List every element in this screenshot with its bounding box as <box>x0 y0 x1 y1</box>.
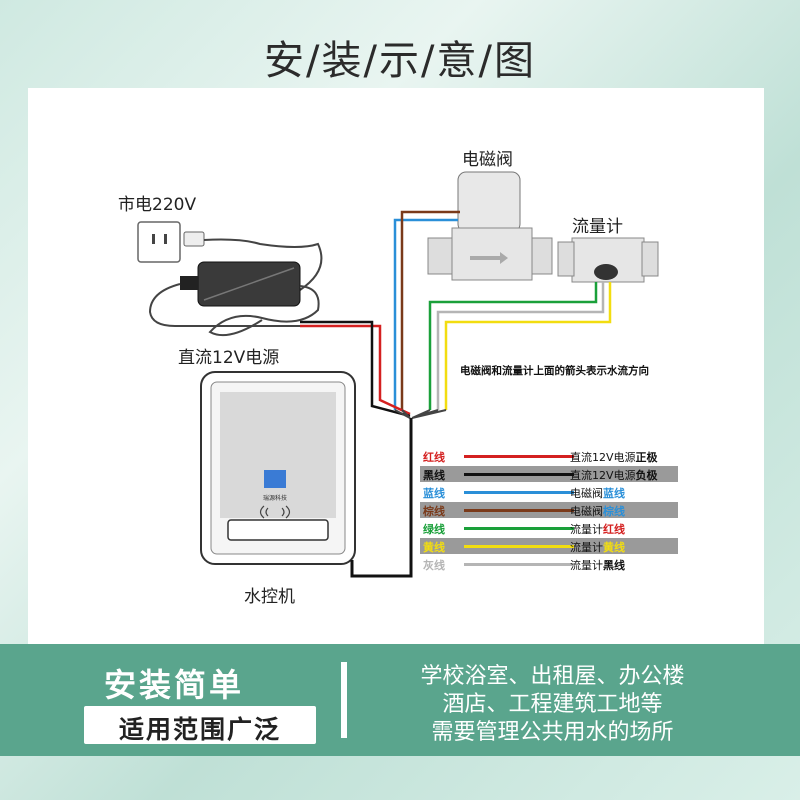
wall-socket <box>137 221 205 263</box>
use-line-2: 酒店、工程建筑工地等 <box>442 692 663 717</box>
wire-join <box>394 409 447 419</box>
power-supply-label: 直流12V电源 <box>178 348 280 368</box>
legend-description-text: 流量计 <box>570 523 603 536</box>
gray-wire <box>436 282 605 410</box>
legend-swatch <box>464 509 574 512</box>
brand-label: 瑞源科技 <box>263 494 287 502</box>
legend-swatch <box>464 527 574 530</box>
legend-swatch <box>464 455 574 458</box>
blue-wire <box>393 218 458 410</box>
divider <box>341 662 347 738</box>
red-wire <box>300 324 411 416</box>
mains-label: 市电220V <box>118 195 197 215</box>
wire-legend: 红线直流12V电源正极黑线直流12V电源负极蓝线电磁阀蓝线棕线电磁阀棕线绿线流量… <box>420 446 678 574</box>
brown-wire <box>400 210 460 410</box>
legend-description: 流量计黄线 <box>570 539 625 555</box>
legend-color-name: 黄线 <box>423 541 445 554</box>
legend-emphasis: 棕线 <box>603 505 625 518</box>
flow-meter <box>557 237 659 283</box>
legend-description-text: 直流12V电源 <box>570 469 636 482</box>
legend-swatch <box>464 473 574 476</box>
solenoid-valve <box>427 171 553 281</box>
legend-color-name: 黑线 <box>423 469 445 482</box>
main-cable <box>350 418 413 578</box>
legend-emphasis: 负极 <box>635 469 658 482</box>
legend-color-name: 棕线 <box>423 505 445 518</box>
legend-description: 电磁阀棕线 <box>570 503 625 519</box>
legend-row: 灰线 流量计黑线 <box>420 556 678 572</box>
legend-description: 电磁阀蓝线 <box>570 485 625 501</box>
legend-description-text: 流量计 <box>570 541 603 554</box>
legend-color-name: 红线 <box>423 451 445 464</box>
legend-description-text: 流量计 <box>570 559 603 572</box>
legend-swatch <box>464 545 574 548</box>
ac-cable <box>203 238 323 291</box>
use-line-3: 需要管理公共用水的场所 <box>431 720 674 745</box>
controller-label: 水控机 <box>244 587 295 607</box>
legend-row: 绿线 流量计红线 <box>420 520 678 536</box>
legend-emphasis: 正极 <box>635 451 658 464</box>
legend-row: 黑线 直流12V电源负极 <box>420 466 678 482</box>
legend-description: 直流12V电源正极 <box>570 449 658 465</box>
legend-color-name: 绿线 <box>423 523 445 536</box>
yellow-wire <box>444 282 612 410</box>
legend-color-name: 灰线 <box>423 559 445 572</box>
legend-description: 流量计红线 <box>570 521 625 537</box>
scope-text: 适用范围广泛 <box>118 715 281 744</box>
bottom-banner: 安装简单 适用范围广泛 学校浴室、出租屋、办公楼 酒店、工程建筑工地等 需要管理… <box>0 644 800 756</box>
install-easy-headline: 安装简单 <box>104 666 245 704</box>
legend-emphasis: 红线 <box>603 523 625 536</box>
dc-cable <box>148 283 320 336</box>
legend-description-text: 电磁阀 <box>570 505 603 518</box>
power-adapter <box>180 261 301 307</box>
legend-emphasis: 蓝线 <box>603 487 625 500</box>
legend-swatch <box>464 563 574 566</box>
legend-row: 棕线电磁阀棕线 <box>420 502 678 518</box>
black-wire <box>300 320 411 418</box>
controller-device: 瑞源科技 <box>200 371 356 565</box>
flow-direction-note: 电磁阀和流量计上面的箭头表示水流方向 <box>460 365 649 377</box>
legend-emphasis: 黑线 <box>603 559 625 572</box>
legend-description: 流量计黑线 <box>570 557 625 573</box>
use-line-1: 学校浴室、出租屋、办公楼 <box>420 664 685 689</box>
scope-box: 适用范围广泛 <box>84 706 316 744</box>
solenoid-valve-label: 电磁阀 <box>462 150 513 170</box>
legend-swatch <box>464 491 574 494</box>
green-wire <box>428 282 598 410</box>
flow-meter-label: 流量计 <box>572 217 623 237</box>
legend-description-text: 直流12V电源 <box>570 451 636 464</box>
legend-emphasis: 黄线 <box>603 541 625 554</box>
legend-description: 直流12V电源负极 <box>570 467 658 483</box>
legend-row: 黄线流量计黄线 <box>420 538 678 554</box>
legend-row: 红线 直流12V电源正极 <box>420 448 678 464</box>
legend-row: 蓝线电磁阀蓝线 <box>420 484 678 500</box>
legend-description-text: 电磁阀 <box>570 487 603 500</box>
page-title: 安/装/示/意/图 <box>264 38 536 84</box>
legend-color-name: 蓝线 <box>423 487 445 500</box>
